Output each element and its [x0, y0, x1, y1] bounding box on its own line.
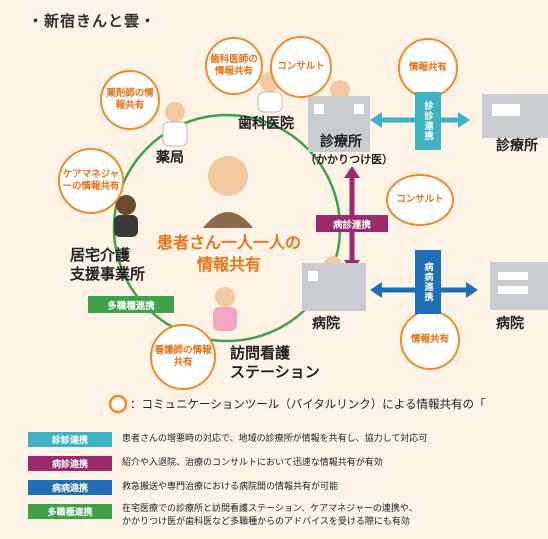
nurse-body — [213, 307, 237, 331]
node-dental: 歯科医院 — [238, 116, 294, 132]
node-clinic-sub: （かかりつけ医） — [305, 153, 394, 166]
care-manager-head — [116, 195, 136, 215]
tag-byo-byo: 病病連携 — [415, 250, 441, 314]
tag-byo-shin: 病診連携 — [316, 215, 388, 232]
node-care-line2: 支援事業所 — [70, 265, 146, 283]
legend-text-shin-shin: 患者さんの増悪時の対応で、地域の診療所が情報を共有し、協力して対応可 — [122, 433, 428, 444]
bubble-dental-doctor: 歯科医師の情報共有 — [205, 37, 263, 95]
bubble-nurse: 看護師の情報共有 — [150, 324, 216, 390]
byo-shin-arrowhead-top — [344, 166, 360, 178]
center-label: 患者さん一人一人の 情報共有 — [150, 232, 308, 275]
pharmacist-head — [165, 102, 185, 122]
tag-shin-shin: 診診連携 — [415, 92, 441, 150]
bubble-consult-top: コンサルト — [270, 36, 332, 98]
node-hospital-right: 病院 — [496, 316, 524, 332]
legend-row-byo-shin: 病診連携 紹介や入退院、治療のコンサルトにおいて迅速な情報共有が有効 — [28, 456, 383, 471]
bubble-info-bottom-right: 情報共有 — [400, 310, 460, 370]
doctor-head — [330, 80, 350, 100]
patient-head — [208, 156, 248, 196]
node-hospital: 病院 — [312, 316, 340, 332]
node-care-line1: 居宅介護 — [70, 246, 131, 264]
node-clinic-right: 診療所 — [496, 138, 538, 154]
byo-byo-arrowhead-right — [466, 282, 478, 298]
legend-text-byo-byo: 救急搬送や専門治療における病院間の情報共有が可能 — [122, 481, 339, 492]
clinic-main-building — [308, 96, 370, 152]
legend-tag-shin-shin: 診診連携 — [28, 432, 112, 447]
patient-body — [203, 212, 253, 228]
dentist-body — [257, 91, 283, 113]
legend-tag-multi: 多職種連携 — [28, 504, 112, 519]
bubble-care-manager: ケアマネジャーの情報共有 — [58, 148, 124, 214]
node-clinic-main: 診療所 — [320, 134, 362, 150]
legend-text-multi-block: 在宅医療での診療所と訪問看護ステーション、ケアマネジャーの連携や、 かかりつけ医… — [122, 504, 418, 529]
legend-text-multi-1: 在宅医療での診療所と訪問看護ステーション、ケアマネジャーの連携や、 — [122, 504, 418, 514]
legend-note: ：コミュニケーションツール（バイタルリンク）による情報共有の「 — [130, 397, 486, 411]
shin-shin-arrowhead-left — [370, 112, 382, 128]
bubble-info-top-right: 情報共有 — [398, 38, 458, 98]
nurse-head — [215, 287, 235, 307]
legend-tag-byo-shin: 病診連携 — [28, 456, 112, 471]
center-line2: 情報共有 — [196, 254, 261, 274]
legend-row-shin-shin: 診診連携 患者さんの増悪時の対応で、地域の診療所が情報を共有し、協力して対応可 — [28, 432, 427, 447]
tag-multi: 多職種連携 — [88, 296, 174, 313]
legend-circle-marker — [108, 394, 128, 414]
hospital-right-building — [490, 262, 548, 310]
node-nursing-line1: 訪問看護 — [230, 344, 291, 362]
bubble-consult-mid: コンサルト — [386, 174, 454, 226]
node-pharmacy: 薬局 — [156, 150, 184, 166]
clinic-right-building — [482, 94, 548, 138]
care-manager-body — [114, 215, 138, 237]
pharmacist-body — [162, 121, 188, 147]
hospital-building — [302, 263, 366, 311]
legend-text-byo-shin: 紹介や入退院、治療のコンサルトにおいて迅速な情報共有が有効 — [122, 457, 383, 468]
center-line1: 患者さん一人一人の — [156, 233, 301, 252]
legend-row-byo-byo: 病病連携 救急搬送や専門治療における病院間の情報共有が可能 — [28, 480, 338, 495]
legend-row-multi: 多職種連携 在宅医療での診療所と訪問看護ステーション、ケアマネジャーの連携や、 … — [28, 504, 418, 536]
byo-byo-arrowhead-left — [370, 282, 382, 298]
node-nursing-line2: ステーション — [230, 363, 320, 381]
diagram-title: ・新宿きんと雲・ — [28, 12, 157, 30]
legend-tag-byo-byo: 病病連携 — [28, 480, 112, 495]
shin-shin-arrowhead-right — [458, 112, 470, 128]
bubble-pharmacist: 薬剤師の情報共有 — [100, 70, 160, 130]
legend-text-multi-2: かかりつけ医が歯科医など多職種からのアドバイスを受ける際にも有効 — [122, 517, 410, 528]
